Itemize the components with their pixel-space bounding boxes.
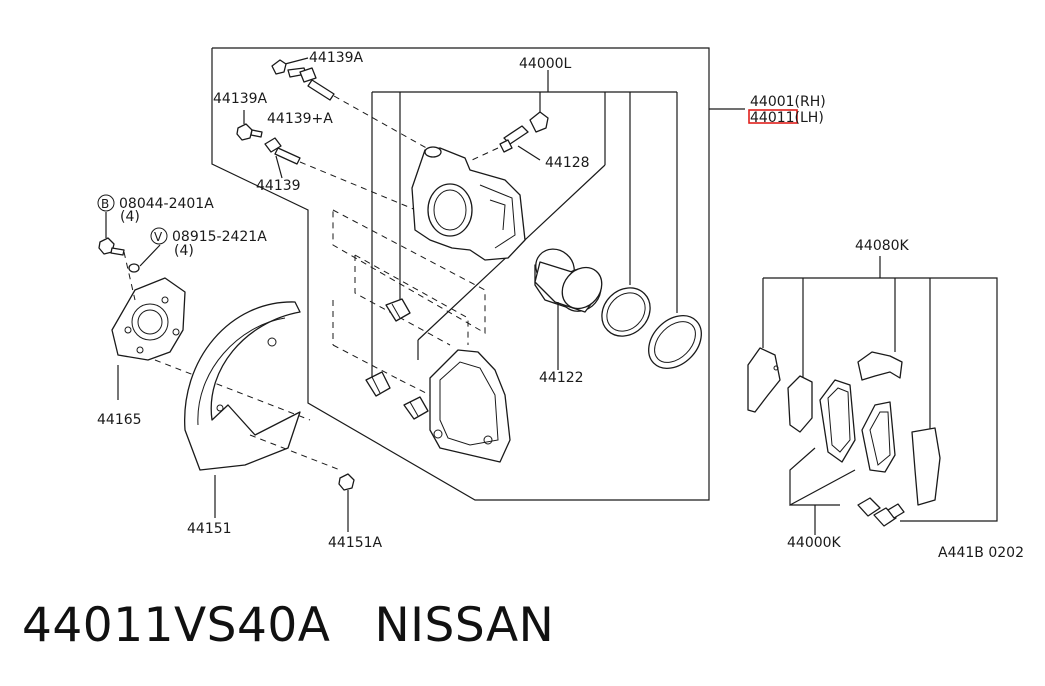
pin-boots — [365, 298, 429, 420]
label-08915: 08915-2421A — [172, 229, 267, 245]
caliper-bracket — [429, 349, 511, 463]
label-44151A: 44151A — [328, 535, 383, 551]
slide-pin-left — [236, 110, 441, 221]
label-08044: 08044-2401A — [119, 196, 214, 212]
piston-seals — [601, 287, 702, 369]
label-44001-rh: 44001(RH) — [750, 94, 826, 110]
label-08044-qty: (4) — [120, 209, 140, 225]
footer-caption: 44011VS40A NISSAN — [22, 598, 598, 658]
brake-pads — [747, 347, 941, 527]
label-44128: 44128 — [545, 155, 590, 171]
label-44139-plus-A: 44139+A — [267, 111, 333, 127]
splash-shield — [184, 301, 341, 518]
caliper-body — [411, 146, 526, 261]
label-44000K: 44000K — [787, 535, 842, 551]
label-44011-lh: 44011(LH) — [750, 110, 824, 126]
label-44080K: 44080K — [855, 238, 910, 254]
label-44151: 44151 — [187, 521, 232, 537]
bolt-b-circle — [97, 194, 115, 212]
caliper-assembly-outline — [211, 47, 745, 501]
part-number: 44011VS40A — [22, 598, 331, 653]
label-44165: 44165 — [97, 412, 142, 428]
washer-v-circle — [150, 227, 168, 245]
mounting-bolts — [98, 212, 161, 301]
baffle-plate — [111, 277, 311, 421]
label-44139: 44139 — [256, 178, 301, 194]
washer-v-letter: V — [154, 230, 163, 244]
highlight-box — [748, 109, 798, 124]
slide-pin-top — [271, 57, 431, 151]
bleeder-valve — [471, 111, 549, 161]
piston — [534, 248, 603, 370]
bracket-44000K — [789, 447, 856, 535]
label-08915-qty: (4) — [174, 243, 194, 259]
brand-name: NISSAN — [374, 598, 555, 653]
shield-bolt — [338, 473, 355, 532]
label-44000L: 44000L — [519, 56, 572, 72]
pad-kit-outline — [762, 256, 998, 522]
bolt-b-letter: B — [101, 197, 109, 211]
reference-code: A441B 0202 — [938, 545, 1024, 561]
label-44139A-left: 44139A — [213, 91, 268, 107]
label-44122: 44122 — [539, 370, 584, 386]
label-44139A-top: 44139A — [309, 50, 364, 66]
